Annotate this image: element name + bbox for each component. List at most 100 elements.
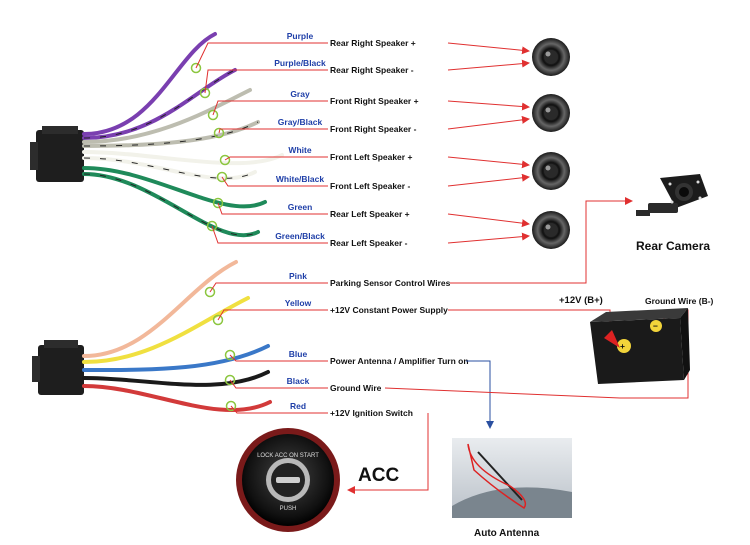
wire-function-green: Rear Left Speaker + — [330, 209, 410, 219]
wire-stripe-purple-black — [83, 69, 236, 139]
top-harness-connector — [30, 126, 84, 182]
wire-gray — [82, 88, 252, 144]
wire-white — [82, 150, 284, 166]
wire-blue — [82, 344, 270, 373]
wire-function-gray-black: Front Right Speaker - — [330, 124, 417, 134]
connector-line-gray — [212, 100, 328, 116]
wire-stripe-gray-black — [83, 121, 259, 147]
connector-line-white — [224, 156, 328, 161]
splice-marker-red — [225, 400, 237, 412]
arrow-to-speaker-gray — [447, 100, 530, 111]
wire-label-gray-black: Gray/Black — [278, 117, 323, 127]
speaker-front-left-icon — [532, 152, 570, 190]
wire-function-white: Front Left Speaker + — [330, 152, 412, 162]
wire-function-blue: Power Antenna / Amplifier Turn on — [330, 356, 469, 366]
wire-label-white-black: White/Black — [276, 174, 324, 184]
wire-purple — [82, 32, 217, 136]
connector-line-red — [230, 405, 328, 414]
wire-label-purple-black: Purple/Black — [274, 58, 326, 68]
connector-line-yellow — [217, 309, 328, 321]
wire-label-black: Black — [287, 376, 310, 386]
ignition-ring-text: LOCK ACC ON START — [257, 453, 319, 459]
bottom-harness-connector — [32, 340, 84, 395]
acc-label: ACC — [358, 465, 399, 486]
wire-label-gray: Gray — [290, 89, 310, 99]
wire-label-yellow: Yellow — [285, 298, 312, 308]
speaker-rear-left-icon — [532, 211, 570, 249]
rear-camera-label: Rear Camera — [636, 239, 710, 253]
battery-positive-label: +12V (B+) — [559, 295, 603, 306]
wire-label-pink: Pink — [289, 271, 307, 281]
battery-minus-symbol: − — [653, 321, 658, 331]
connector-line-green-black — [211, 225, 328, 244]
arrow-to-speaker-green — [447, 213, 530, 228]
wire-function-black: Ground Wire — [330, 383, 382, 393]
wire-label-red: Red — [290, 401, 306, 411]
wire-label-white: White — [288, 145, 311, 155]
ignition-switch-icon: LOCK ACC ON START PUSH — [236, 428, 340, 532]
splice-marker-purple — [190, 62, 202, 74]
top-wire-bundle — [82, 32, 284, 238]
wire-pink — [82, 260, 238, 358]
splice-marker-yellow — [212, 314, 224, 326]
battery-plus-symbol: + — [620, 341, 625, 351]
wire-function-purple: Rear Right Speaker + — [330, 38, 416, 48]
route-to-rear-camera — [450, 197, 633, 284]
wire-label-green: Green — [288, 202, 313, 212]
splice-marker-purple-black — [199, 87, 211, 99]
wire-function-purple-black: Rear Right Speaker - — [330, 65, 414, 75]
wire-function-red: +12V Ignition Switch — [330, 408, 413, 418]
route-to-battery-positive — [448, 309, 611, 336]
splice-marker-white-black — [216, 171, 228, 183]
route-to-auto-antenna — [466, 360, 494, 429]
wire-red — [82, 384, 272, 412]
wire-label-purple: Purple — [287, 31, 314, 41]
splice-marker-gray-black — [213, 127, 225, 139]
arrow-to-speaker-white — [447, 156, 530, 169]
wire-function-green-black: Rear Left Speaker - — [330, 238, 408, 248]
bottom-wire-bundle — [82, 260, 272, 412]
auto-antenna-image — [452, 438, 572, 518]
splice-marker-white — [219, 154, 231, 166]
arrow-to-speaker-white-black — [447, 173, 530, 187]
wire-green — [82, 166, 267, 209]
arrow-to-speaker-purple — [447, 42, 530, 55]
battery-icon — [590, 308, 690, 384]
splice-marker-black — [224, 374, 236, 386]
arrow-to-speaker-gray-black — [447, 115, 530, 130]
wire-function-pink: Parking Sensor Control Wires — [330, 278, 451, 288]
splice-marker-gray — [207, 109, 219, 121]
wire-function-gray: Front Right Speaker + — [330, 96, 419, 106]
splice-marker-pink — [204, 286, 216, 298]
connector-line-gray-black — [218, 128, 328, 134]
speaker-rear-right-icon — [532, 38, 570, 76]
wire-green-black — [82, 172, 260, 238]
battery-ground-label: Ground Wire (B-) — [645, 296, 714, 306]
arrow-to-speaker-green-black — [447, 232, 530, 244]
wire-function-white-black: Front Left Speaker - — [330, 181, 410, 191]
wire-purple-black — [82, 68, 237, 140]
splice-marker-green — [212, 197, 224, 209]
route-to-ignition-acc — [347, 413, 429, 494]
connector-line-blue — [229, 354, 328, 362]
connector-line-white-black — [221, 176, 328, 187]
arrow-to-speaker-purple-black — [447, 59, 530, 71]
wire-function-yellow: +12V Constant Power Supply — [330, 305, 448, 315]
auto-antenna-label: Auto Antenna — [474, 528, 540, 539]
ignition-push-text: PUSH — [280, 506, 297, 512]
connector-line-purple-black — [204, 69, 328, 94]
speaker-front-right-icon — [532, 94, 570, 132]
connector-line-pink — [209, 282, 328, 293]
connector-line-green — [217, 202, 328, 215]
wire-label-green-black: Green/Black — [275, 231, 325, 241]
connector-line-black — [229, 379, 328, 389]
wire-label-blue: Blue — [289, 349, 308, 359]
splice-marker-blue — [224, 349, 236, 361]
wire-yellow — [82, 296, 250, 364]
wire-black — [82, 370, 270, 387]
wire-stripe-white-black — [83, 157, 256, 179]
rear-camera-icon — [636, 174, 708, 216]
